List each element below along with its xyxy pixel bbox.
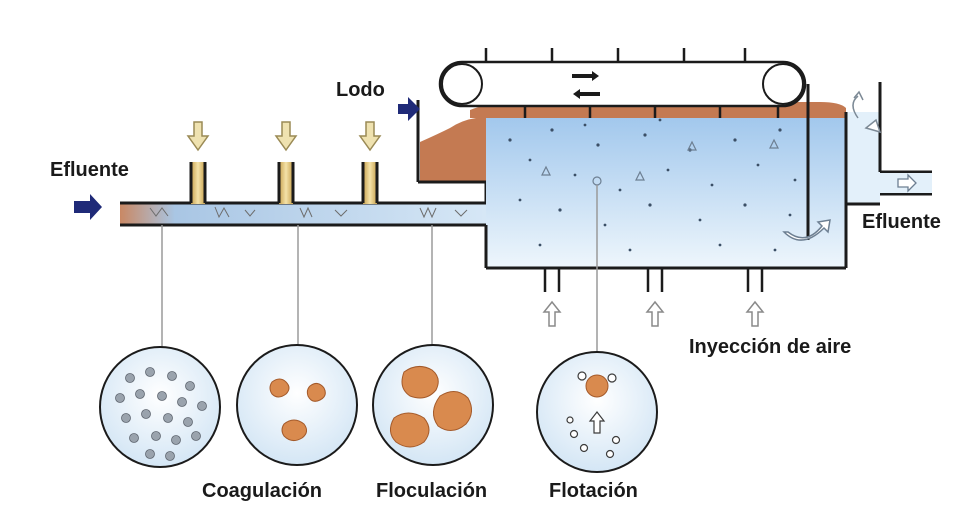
sludge-label: Lodo xyxy=(336,79,385,101)
flotation-tank xyxy=(470,82,932,270)
scum-discharge-arrow-icon xyxy=(852,90,882,134)
air-injection-ports xyxy=(543,268,764,292)
outlet-flow-arrow-icon xyxy=(897,173,917,193)
pipe-floc-texture xyxy=(149,206,468,219)
effluent-inlet-label: Efluente xyxy=(50,159,129,181)
effluent-outlet-label: Efluente xyxy=(862,211,941,233)
dosing-tube-3 xyxy=(361,162,379,204)
air-up-arrow-icon xyxy=(588,411,606,434)
skimmer-conveyor xyxy=(438,48,807,118)
air-injection-label: Inyección de aire xyxy=(689,336,852,358)
flocculation-circle xyxy=(372,344,494,466)
callout-lines xyxy=(161,185,598,360)
flow-arrow-icon xyxy=(74,194,102,220)
dosing-tube-2 xyxy=(277,162,295,204)
tank-rising-bubble-icons xyxy=(541,138,779,186)
raw-particles-circle xyxy=(99,346,221,468)
flow-arrow-icon xyxy=(398,97,420,121)
flocculation-label: Floculación xyxy=(376,480,488,502)
coagulation-label: Coagulación xyxy=(202,480,323,502)
flotation-circle xyxy=(536,351,658,473)
chemical-dose-arrow-icon xyxy=(186,121,382,152)
flotation-label: Flotación xyxy=(549,480,638,502)
conveyor-direction-arrow-icon xyxy=(572,71,600,99)
dosing-tube-1 xyxy=(189,162,207,204)
air-up-arrow-icon xyxy=(542,300,765,327)
coagulation-circle xyxy=(236,344,358,466)
recirculation-arrow-icon xyxy=(782,219,831,241)
